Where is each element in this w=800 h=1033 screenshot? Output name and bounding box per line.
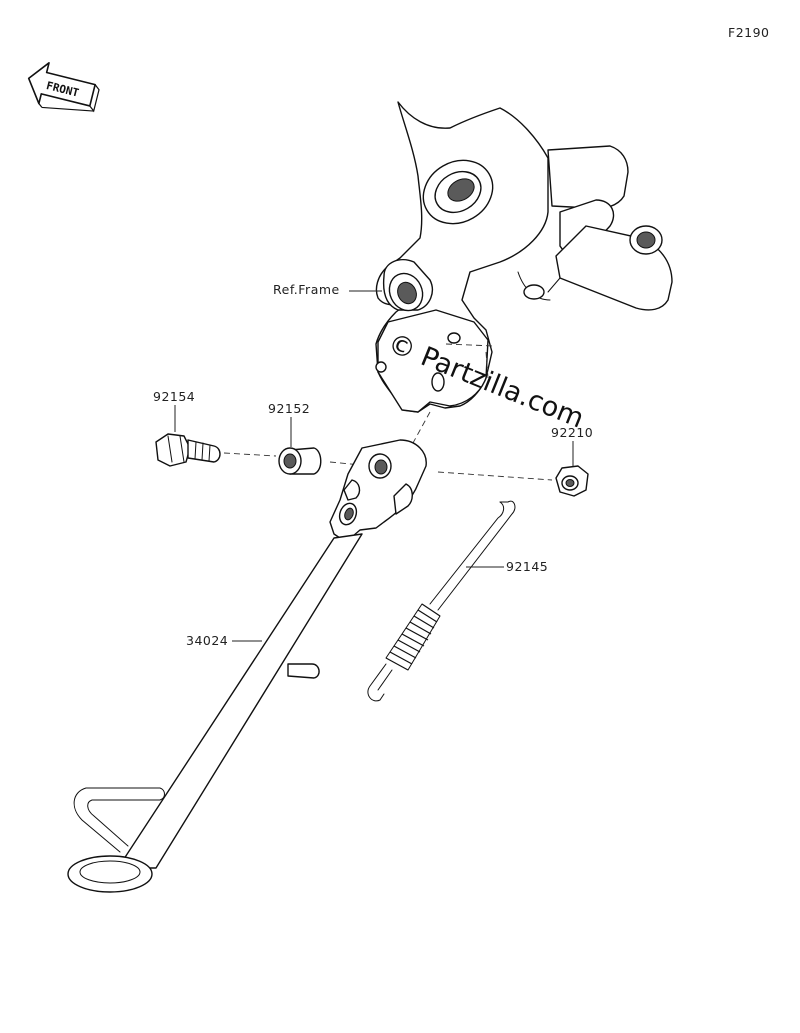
callout-92152: 92152 [268,401,310,416]
ref-frame-label: Ref.Frame [273,282,340,297]
callout-34024: 34024 [186,633,228,648]
side-stand-34024 [67,439,427,893]
spring-92145 [367,500,516,702]
figure-code: F2190 [728,25,770,40]
frame-reference-part [375,101,673,413]
collar-92152 [278,447,322,475]
callout-92210: 92210 [551,425,593,440]
callout-92154: 92154 [153,389,195,404]
callout-92145: 92145 [506,559,548,574]
bolt-92154 [155,433,221,467]
nut-92210 [555,465,589,497]
front-direction-arrow-icon: FRONT [27,62,100,113]
